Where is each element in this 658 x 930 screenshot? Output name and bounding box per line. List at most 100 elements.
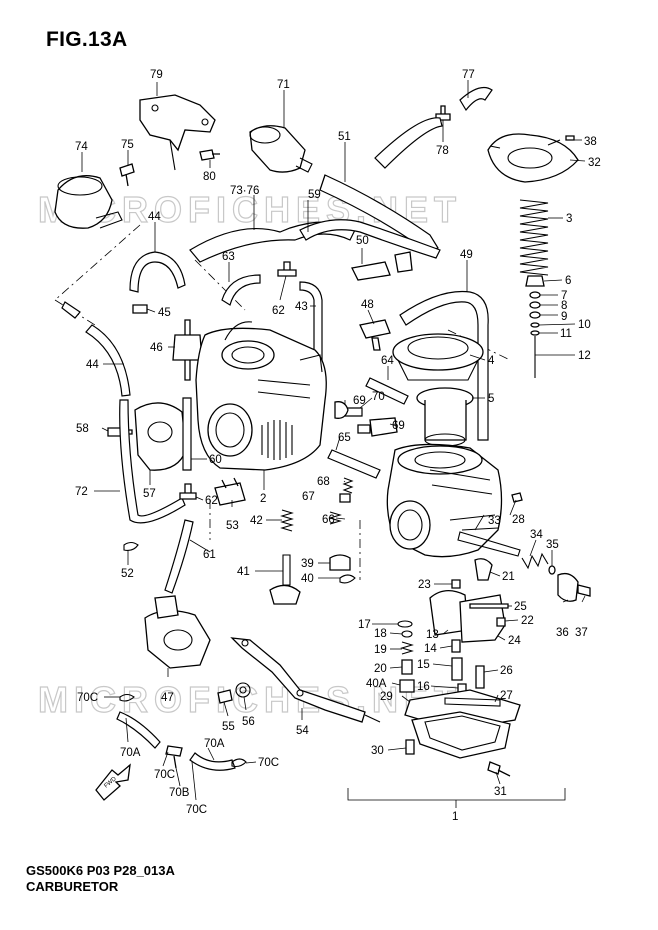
section-name: CARBURETOR: [26, 879, 119, 894]
callout-11: 11: [560, 328, 572, 340]
callout-70: 70: [372, 391, 385, 403]
callout-79: 79: [150, 69, 163, 81]
tube-64: [365, 377, 409, 405]
callout-71: 71: [277, 79, 290, 91]
callout-40a: 40A: [366, 678, 387, 690]
callout-33: 33: [488, 515, 501, 527]
callout-18: 18: [374, 628, 387, 640]
callout-69-lower: 69: [392, 420, 405, 432]
callout-70c-mid: 70C: [154, 769, 175, 781]
spring-42: [280, 509, 294, 532]
callout-26: 26: [500, 665, 513, 677]
callout-29: 29: [380, 691, 393, 703]
callout-9: 9: [561, 311, 567, 323]
washer-9: [529, 311, 541, 319]
bracket-57: [134, 402, 187, 471]
callout-60: 60: [209, 454, 222, 466]
bracket-line-1: [347, 788, 566, 801]
bracket-54: [230, 637, 381, 723]
clamp-52: [123, 541, 139, 551]
callout-30: 30: [371, 745, 384, 757]
callout-70a-right: 70A: [204, 738, 225, 750]
callout-4: 4: [488, 355, 495, 367]
hose-77: [459, 87, 493, 112]
main-jet-15: [451, 657, 463, 681]
figure-title: FIG.13A: [46, 28, 128, 51]
washer-56-inner: [239, 686, 247, 694]
clip-70c-right: [231, 758, 247, 768]
callout-44-lower: 44: [86, 359, 99, 371]
callout-labels: 79 71 77 74 75 80 51 78 38 32 73·76 59 3…: [75, 69, 601, 823]
model-code: GS500K6 P03 P28_013A: [26, 863, 175, 878]
callout-56: 56: [242, 716, 255, 728]
callout-12: 12: [578, 350, 591, 362]
bracket-79: [139, 94, 216, 171]
callout-32: 32: [588, 157, 601, 169]
callout-49: 49: [460, 249, 473, 261]
callout-52: 52: [121, 568, 134, 580]
callout-3: 3: [566, 213, 572, 225]
joint-69-lower: [357, 417, 398, 437]
o-ring-40: [339, 574, 356, 584]
jet-20: [401, 659, 413, 675]
callout-70b: 70B: [169, 787, 190, 799]
spring-66: [328, 511, 342, 525]
callout-44-upper: 44: [148, 211, 161, 223]
callout-17: 17: [358, 619, 371, 631]
callout-23: 23: [418, 579, 431, 591]
callout-37: 37: [575, 627, 588, 639]
bolt-80: [199, 149, 220, 161]
hose-51-end: [319, 174, 326, 191]
o-ring-17: [397, 620, 413, 628]
callout-25: 25: [514, 601, 527, 613]
callout-21: 21: [502, 571, 515, 583]
callout-66: 66: [322, 514, 335, 526]
callout-58: 58: [76, 423, 89, 435]
callout-62-upper: 62: [272, 305, 285, 317]
callout-27: 27: [500, 690, 513, 702]
callout-73-76: 73·76: [230, 185, 259, 197]
spring-seat-7: [529, 291, 541, 299]
bolt-75: [119, 163, 135, 187]
callout-15: 15: [417, 659, 430, 671]
gasket-27: [444, 697, 501, 707]
hose-upper-right: [374, 117, 443, 169]
callout-28: 28: [512, 514, 525, 526]
callout-70a-left: 70A: [120, 747, 141, 759]
valve-assembly-47: [144, 595, 211, 669]
routing-line-right-needle: [447, 329, 511, 361]
callout-5: 5: [488, 393, 494, 405]
callout-69-upper: 69: [353, 395, 366, 407]
watermark-bottom: MICROFICHES.NET: [38, 679, 462, 720]
callout-70c-right: 70C: [258, 757, 279, 769]
callout-16: 16: [417, 681, 430, 693]
fitting-48: [359, 319, 391, 351]
carburetor-body-right: [386, 443, 521, 558]
callout-39: 39: [301, 558, 314, 570]
callout-54: 54: [296, 725, 309, 737]
callout-8: 8: [561, 300, 567, 312]
screw-55: [217, 689, 233, 704]
screw-67: [339, 493, 351, 503]
jet-26: [475, 665, 485, 689]
callout-77: 77: [462, 69, 475, 81]
callout-19: 19: [374, 644, 387, 656]
hose-44-lower: [85, 324, 131, 397]
washer-11: [530, 330, 540, 336]
washer-35: [548, 565, 556, 575]
callout-53: 53: [226, 520, 239, 532]
cap-39: [329, 554, 351, 571]
callout-48: 48: [361, 299, 374, 311]
callout-43: 43: [295, 301, 308, 313]
callout-7: 7: [561, 290, 567, 302]
needle-valve-14: [451, 639, 461, 653]
callout-68: 68: [317, 476, 330, 488]
callout-55: 55: [222, 721, 235, 733]
clip-10: [530, 322, 540, 328]
needle-holder-6: [525, 275, 545, 287]
pilot-screw-41: [269, 554, 301, 605]
routing-line-center: [194, 259, 246, 311]
joint-45: [132, 304, 148, 314]
callout-22: 22: [521, 615, 534, 627]
callout-31: 31: [494, 786, 507, 798]
